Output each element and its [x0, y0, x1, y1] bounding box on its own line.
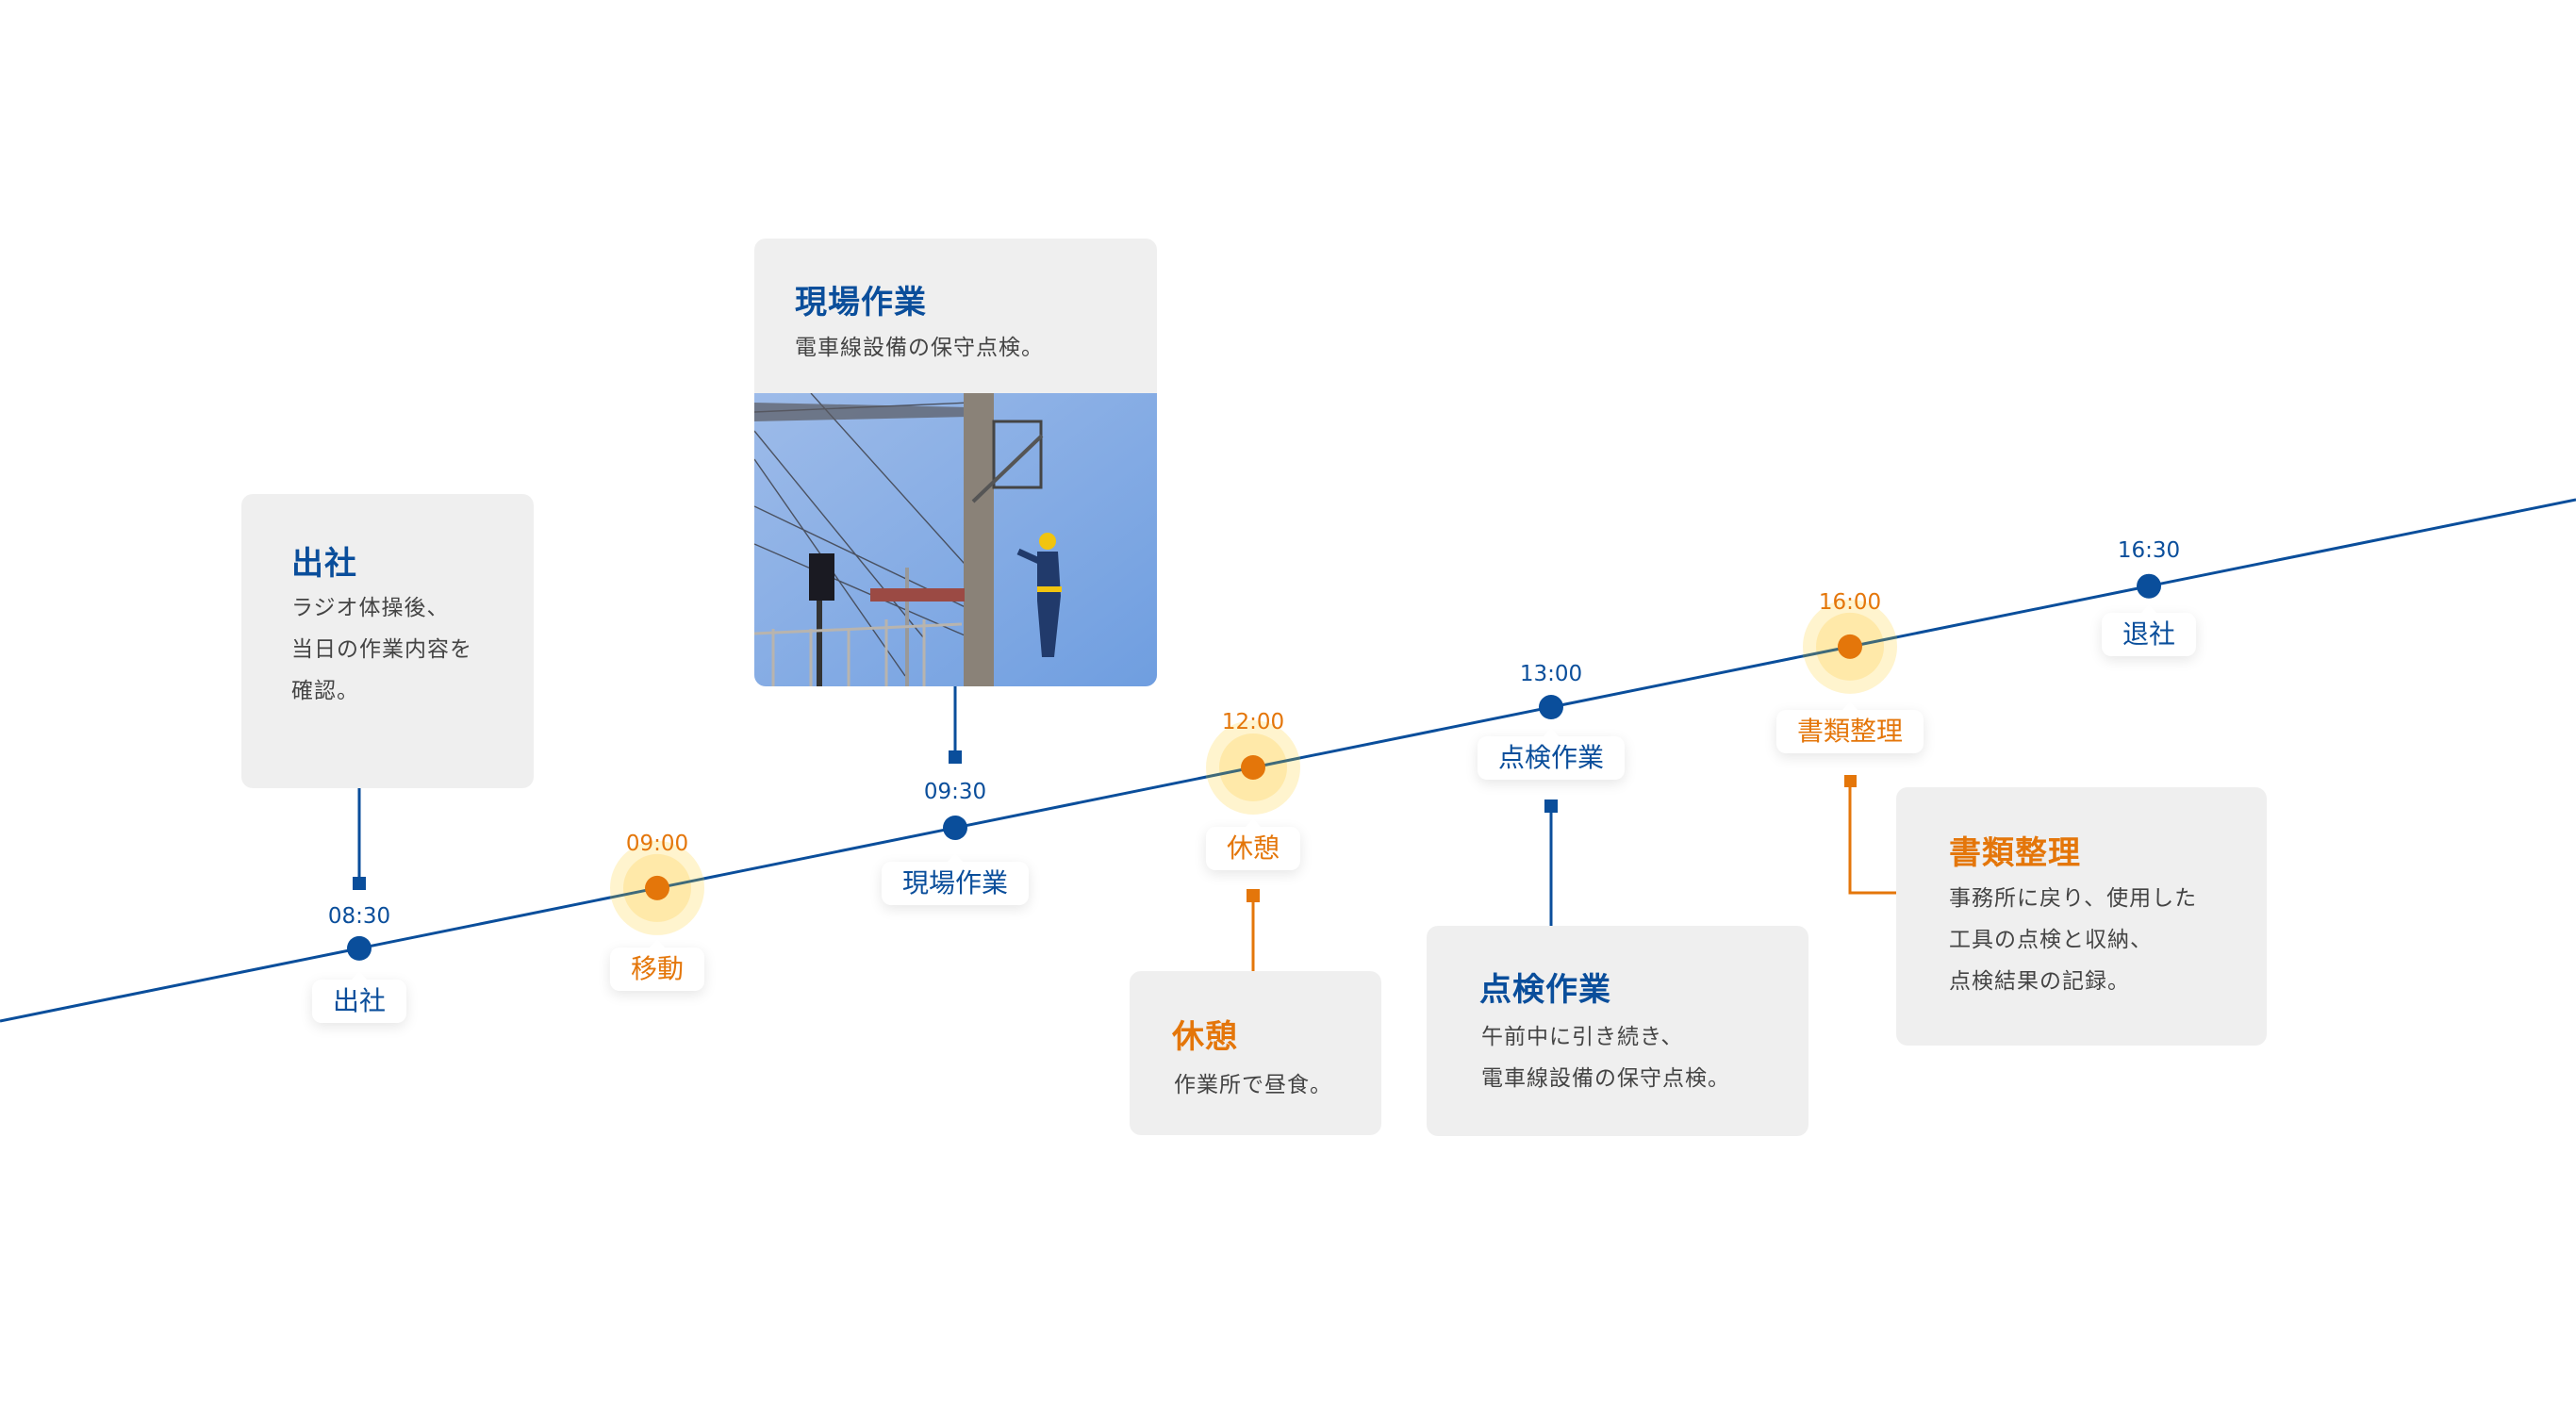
connector-paperwork: [1844, 775, 1897, 895]
event-label-leave[interactable]: 退社: [2101, 604, 2197, 656]
timeline-node-1630[interactable]: [2137, 573, 2161, 599]
timeline-node-0830[interactable]: [347, 935, 372, 961]
timeline-node-1600[interactable]: [1802, 599, 1898, 694]
connector-break: [1247, 889, 1260, 971]
card-title: 現場作業: [795, 284, 927, 321]
event-label-inspection[interactable]: 点検作業: [1477, 728, 1626, 780]
node-dot[interactable]: [2137, 573, 2161, 599]
time-label-1200: 12:00: [1221, 710, 1285, 734]
card-body: 午前中に引き続き、 電車線設備の保守点検。: [1481, 1025, 1730, 1091]
time-label-1300: 13:00: [1519, 662, 1583, 686]
card-title: 出社: [291, 545, 357, 583]
connector-fieldwork: [949, 686, 962, 764]
card-break: 休憩 作業所で昼食。: [1130, 971, 1381, 1135]
card-title: 休憩: [1172, 1018, 1238, 1056]
card-paperwork: 書類整理 事務所に戻り、使用した 工具の点検と収納、 点検結果の記録。: [1896, 787, 2267, 1046]
card-fieldwork: 現場作業 電車線設備の保守点検。: [754, 239, 1157, 686]
card-arrival: 出社 ラジオ体操後、 当日の作業内容を 確認。: [241, 494, 534, 788]
event-label-travel[interactable]: 移動: [609, 939, 705, 991]
node-dot[interactable]: [645, 875, 669, 900]
worker-photo: [754, 392, 1157, 686]
timeline-node-1300[interactable]: [1539, 695, 1563, 720]
node-dot[interactable]: [347, 935, 372, 961]
time-label-0900: 09:00: [625, 832, 689, 856]
card-title: 書類整理: [1949, 834, 2081, 872]
card-body: 作業所で昼食。: [1174, 1073, 1332, 1097]
event-label-arrival[interactable]: 出社: [311, 971, 407, 1023]
node-dot[interactable]: [943, 815, 967, 840]
event-label-fieldwork[interactable]: 現場作業: [881, 853, 1030, 905]
time-label-0830: 08:30: [327, 904, 391, 929]
card-inspection: 点検作業 午前中に引き続き、 電車線設備の保守点検。: [1427, 926, 1808, 1136]
utility-pole-worker-image: [754, 392, 1157, 686]
time-label-1630: 16:30: [2117, 538, 2181, 563]
node-dot[interactable]: [1838, 634, 1862, 659]
event-label-paperwork[interactable]: 書類整理: [1775, 701, 1924, 753]
node-dot[interactable]: [1241, 754, 1265, 780]
node-dot[interactable]: [1539, 695, 1563, 720]
timeline-node-0930[interactable]: [943, 815, 967, 840]
connector-arrival: [353, 788, 366, 890]
time-label-0930: 09:30: [923, 780, 987, 804]
card-body: 電車線設備の保守点検。: [795, 336, 1044, 360]
card-body: ラジオ体操後、 当日の作業内容を 確認。: [291, 596, 472, 703]
event-label-break[interactable]: 休憩: [1205, 818, 1301, 870]
connector-inspection: [1544, 799, 1558, 926]
timeline-node-0900[interactable]: [609, 840, 705, 935]
time-label-1600: 16:00: [1818, 590, 1882, 615]
card-title: 点検作業: [1479, 971, 1611, 1009]
card-body: 事務所に戻り、使用した 工具の点検と収納、 点検結果の記録。: [1949, 886, 2198, 994]
timeline-node-1200[interactable]: [1205, 719, 1301, 815]
